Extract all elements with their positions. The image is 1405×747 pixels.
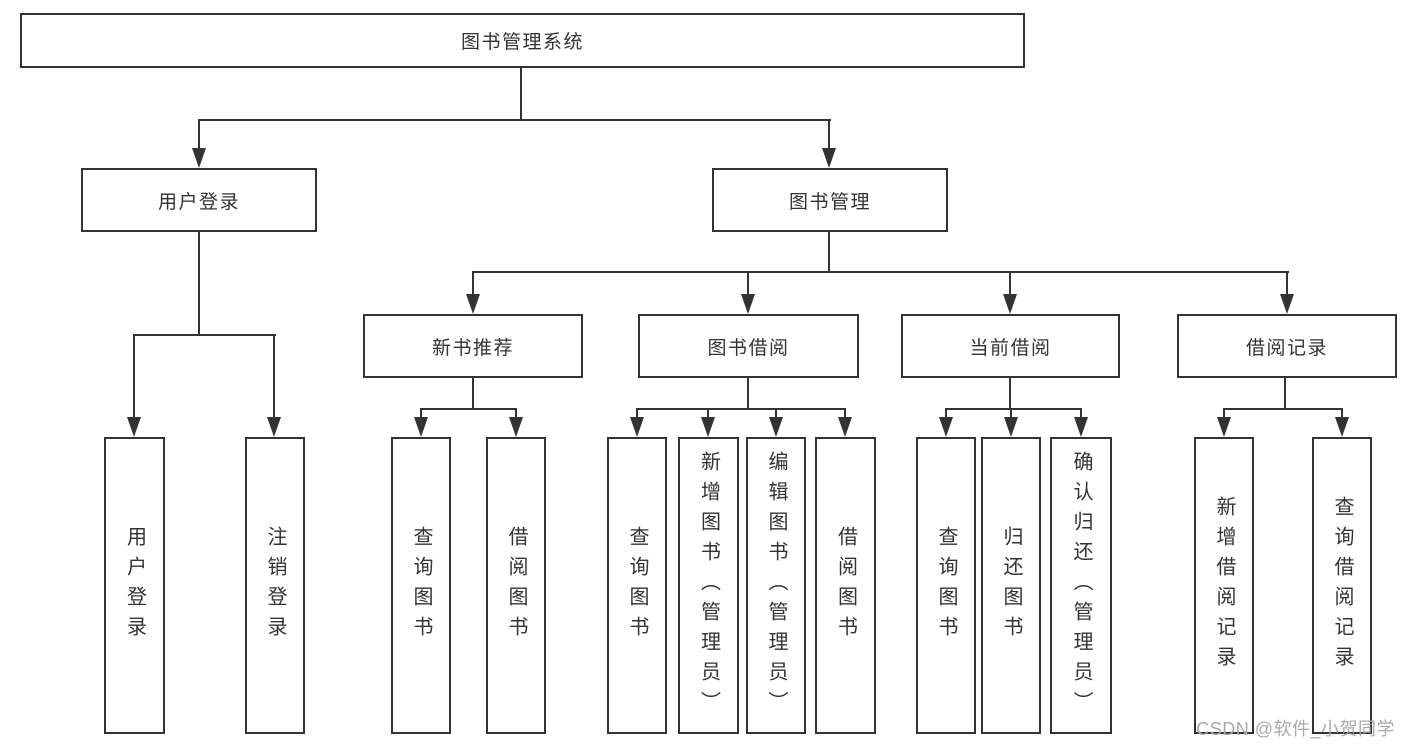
node-label: 新增图书（管理员） — [697, 450, 720, 721]
node-label: 编辑图书（管理员） — [765, 450, 787, 721]
connector-line — [472, 271, 1289, 273]
leaf-query-books-borrow: 查询图书 — [607, 437, 667, 734]
arrow-down-icon — [769, 417, 783, 437]
leaf-edit-book-admin: 编辑图书（管理员） — [746, 437, 806, 734]
arrow-down-icon — [741, 294, 755, 314]
connector-line — [945, 410, 947, 420]
arrow-down-icon — [267, 417, 281, 437]
arrow-down-icon — [630, 417, 644, 437]
node-borrow-records: 借阅记录 — [1177, 314, 1397, 378]
arrow-down-icon — [1003, 294, 1017, 314]
arrow-down-icon — [1280, 294, 1294, 314]
connector-line — [1009, 378, 1011, 409]
node-label: 新增借阅记录 — [1213, 495, 1235, 676]
arrow-down-icon — [192, 148, 206, 168]
connector-line — [1341, 410, 1343, 420]
node-label: 注销登录 — [264, 525, 286, 646]
csdn-watermark: CSDN @软件_小贺同学 — [1196, 719, 1395, 739]
arrow-down-icon — [701, 417, 715, 437]
connector-line — [420, 410, 422, 420]
connector-line — [1223, 410, 1225, 420]
connector-line — [747, 378, 749, 409]
arrow-down-icon — [1074, 417, 1088, 437]
node-label: 确认归还（管理员） — [1070, 450, 1092, 721]
leaf-borrow-books-recommend: 借阅图书 — [486, 437, 546, 734]
node-label: 图书管理系统 — [460, 32, 584, 53]
node-book-borrow: 图书借阅 — [638, 314, 859, 378]
node-label: 新书推荐 — [431, 337, 514, 359]
arrow-down-icon — [466, 294, 480, 314]
leaf-borrow-books: 借阅图书 — [815, 437, 876, 734]
connector-line — [636, 410, 638, 420]
node-user-login: 用户登录 — [81, 168, 317, 232]
connector-line — [844, 410, 846, 420]
leaf-return-book: 归还图书 — [981, 437, 1041, 734]
node-label: 用户登录 — [157, 191, 240, 213]
node-label: 查询图书 — [626, 525, 648, 646]
arrow-down-icon — [509, 417, 523, 437]
connector-line — [828, 121, 830, 151]
node-label: 借阅记录 — [1245, 337, 1328, 359]
connector-line — [828, 232, 830, 271]
leaf-query-books-current: 查询图书 — [916, 437, 976, 734]
node-label: 用户登录 — [123, 525, 146, 646]
leaf-user-login: 用户登录 — [104, 437, 165, 734]
connector-line — [133, 334, 276, 336]
connector-line — [707, 410, 709, 420]
node-label: 借阅图书 — [505, 525, 527, 646]
node-new-book-recommend: 新书推荐 — [363, 314, 583, 378]
node-label: 借阅图书 — [834, 525, 857, 646]
node-label: 当前借阅 — [969, 337, 1052, 359]
node-label: 图书借阅 — [707, 337, 790, 359]
connector-line — [198, 119, 831, 121]
node-label: 图书管理 — [788, 191, 871, 213]
connector-line — [1223, 408, 1343, 410]
node-current-borrow: 当前借阅 — [901, 314, 1120, 378]
connector-line — [198, 121, 200, 151]
leaf-confirm-return-admin: 确认归还（管理员） — [1050, 437, 1112, 734]
arrow-down-icon — [1217, 417, 1231, 437]
connector-line — [273, 336, 275, 420]
connector-line — [775, 410, 777, 420]
arrow-down-icon — [822, 148, 836, 168]
leaf-logout: 注销登录 — [245, 437, 305, 734]
arrow-down-icon — [414, 417, 428, 437]
leaf-add-borrow-record: 新增借阅记录 — [1194, 437, 1254, 734]
connector-line — [1009, 273, 1011, 297]
leaf-query-borrow-record: 查询借阅记录 — [1312, 437, 1372, 734]
connector-line — [472, 378, 474, 409]
arrow-down-icon — [838, 417, 852, 437]
connector-line — [945, 408, 1082, 410]
arrow-down-icon — [127, 417, 141, 437]
node-book-management: 图书管理 — [712, 168, 948, 232]
connector-line — [420, 408, 517, 410]
connector-line — [1010, 410, 1012, 420]
leaf-query-books-recommend: 查询图书 — [391, 437, 451, 734]
connector-line — [747, 273, 749, 297]
arrow-down-icon — [1335, 417, 1349, 437]
node-label: 查询图书 — [410, 525, 432, 646]
connector-line — [1080, 410, 1082, 420]
connector-line — [472, 273, 474, 297]
arrow-down-icon — [1004, 417, 1018, 437]
connector-line — [133, 336, 135, 420]
leaf-add-book-admin: 新增图书（管理员） — [678, 437, 739, 734]
connector-line — [1284, 378, 1286, 409]
connector-line — [1286, 273, 1288, 297]
arrow-down-icon — [939, 417, 953, 437]
node-label: 归还图书 — [1000, 525, 1022, 646]
connector-line — [520, 68, 522, 121]
node-label: 查询图书 — [935, 525, 957, 646]
connector-line — [515, 410, 517, 420]
node-root-system: 图书管理系统 — [20, 13, 1025, 68]
connector-line — [198, 232, 200, 334]
node-label: 查询借阅记录 — [1331, 495, 1353, 676]
connector-line — [636, 408, 846, 410]
